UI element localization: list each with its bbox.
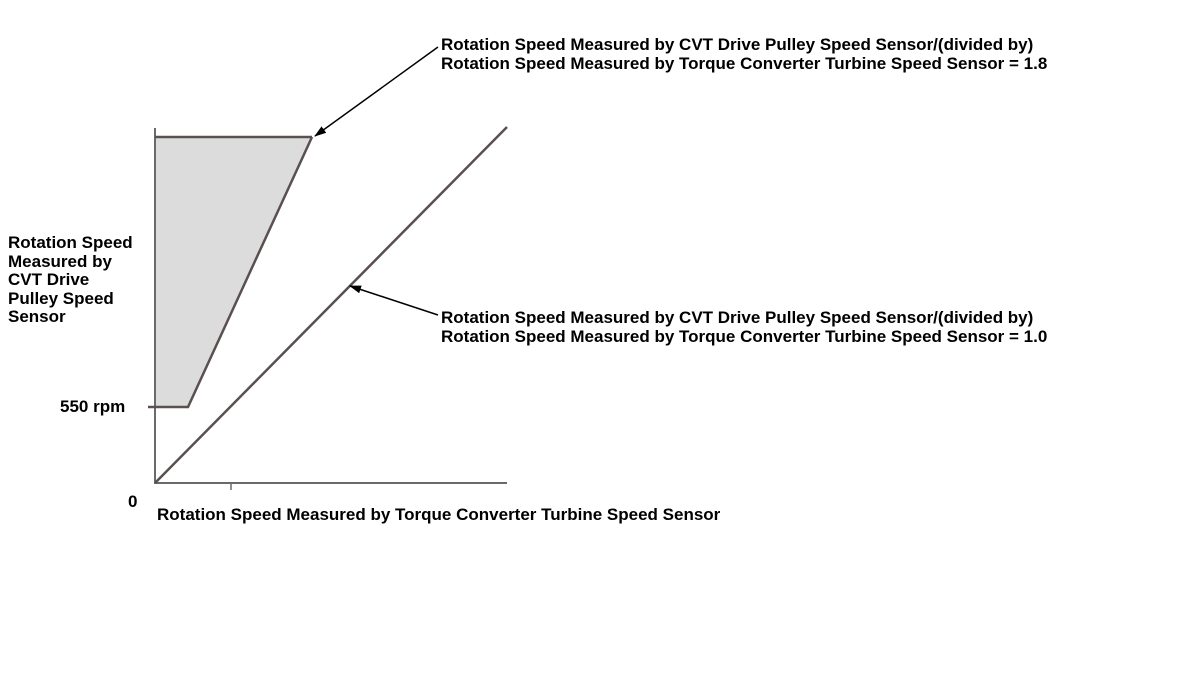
y-axis-label-line: CVT Drive [8, 270, 90, 289]
shaded-detection-region [155, 137, 312, 407]
y-axis-label-line: Measured by [8, 251, 112, 271]
annotation-line: Rotation Speed Measured by Torque Conver… [441, 54, 1048, 73]
ratio-1-0-line [154, 126, 508, 484]
y-axis-label-line: Pulley Speed [8, 288, 114, 308]
y-axis-label: Rotation Speed Measured by CVT Drive Pul… [8, 233, 148, 327]
origin-label: 0 [128, 492, 138, 511]
annotation-ratio-1-0: Rotation Speed Measured by CVT Drive Pul… [441, 308, 1047, 346]
y-axis-label-line: Sensor [8, 307, 66, 326]
leader-arrow-ratio-1-8 [314, 46, 439, 137]
y-axis-label-line: Rotation Speed [8, 233, 133, 252]
annotation-line: Rotation Speed Measured by CVT Drive Pul… [441, 308, 1034, 327]
annotation-ratio-1-8: Rotation Speed Measured by CVT Drive Pul… [441, 35, 1047, 73]
threshold-tick-label: 550 rpm [60, 397, 126, 416]
ratio-1-8-boundary [148, 136, 314, 409]
leader-arrow-ratio-1-0 [349, 285, 439, 316]
annotation-line: Rotation Speed Measured by CVT Drive Pul… [441, 35, 1034, 54]
x-axis-label: Rotation Speed Measured by Torque Conver… [157, 505, 721, 524]
annotation-line: Rotation Speed Measured by Torque Conver… [441, 327, 1048, 346]
